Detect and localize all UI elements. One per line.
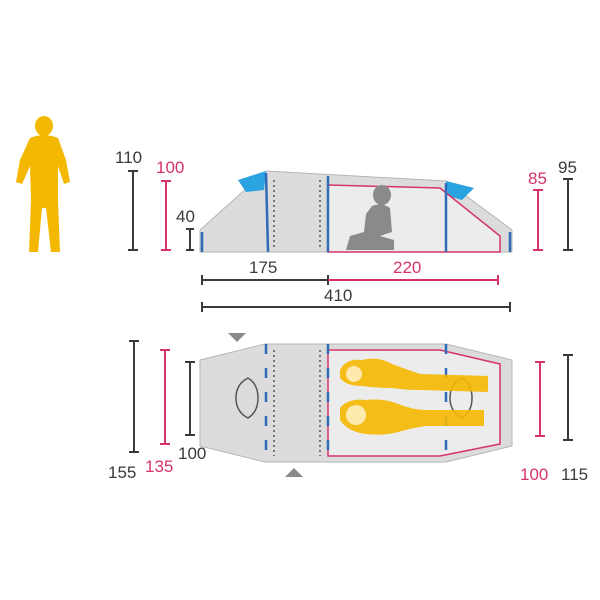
vestibule-length-label: 175 [249,258,277,277]
top-marker-triangle-up [285,468,303,477]
tent-side-view [199,170,513,253]
top-outer-width-left-label: 155 [108,463,136,482]
side-left-outer-height: 110 [115,148,142,251]
top-door-left [235,377,259,419]
side-left-inner-height: 100 [156,158,184,251]
vestibule-length-dimension: 175 [201,258,329,285]
total-length-label: 410 [324,286,352,305]
tent-top-view [199,333,513,477]
side-vent-left [238,171,266,192]
top-vestibule-width-label: 100 [178,444,206,463]
side-right-outer-height: 95 [558,158,577,251]
sitting-person-icon [346,185,394,250]
top-right-inner-width: 100 [520,361,548,484]
inner-length-label: 220 [393,258,421,277]
top-marker-triangle-down [228,333,246,342]
top-outer-width-right-label: 115 [561,465,588,484]
side-inner-height-left-label: 100 [156,158,184,177]
side-outer-height-left-label: 110 [115,148,142,167]
top-left-outer-width: 155 [108,340,139,482]
inner-length-dimension: 220 [328,258,499,285]
side-inner-height-right-label: 85 [528,169,547,188]
side-right-inner-height: 85 [528,169,547,251]
total-length-dimension: 410 [201,286,511,312]
standing-person-icon [16,116,70,252]
top-right-outer-width: 115 [561,354,588,484]
side-low-end-height-label: 40 [176,207,195,226]
top-left-inner-width: 135 [145,349,173,476]
top-inner-width-right-label: 100 [520,465,548,484]
side-outer-height-right-label: 95 [558,158,577,177]
top-vestibule-width: 100 [178,361,206,463]
side-low-end-height: 40 [176,207,195,251]
side-pole-1 [264,172,270,253]
top-inner-width-left-label: 135 [145,457,173,476]
sleeping-bag-icon [340,358,488,435]
side-vent-right [446,181,474,200]
